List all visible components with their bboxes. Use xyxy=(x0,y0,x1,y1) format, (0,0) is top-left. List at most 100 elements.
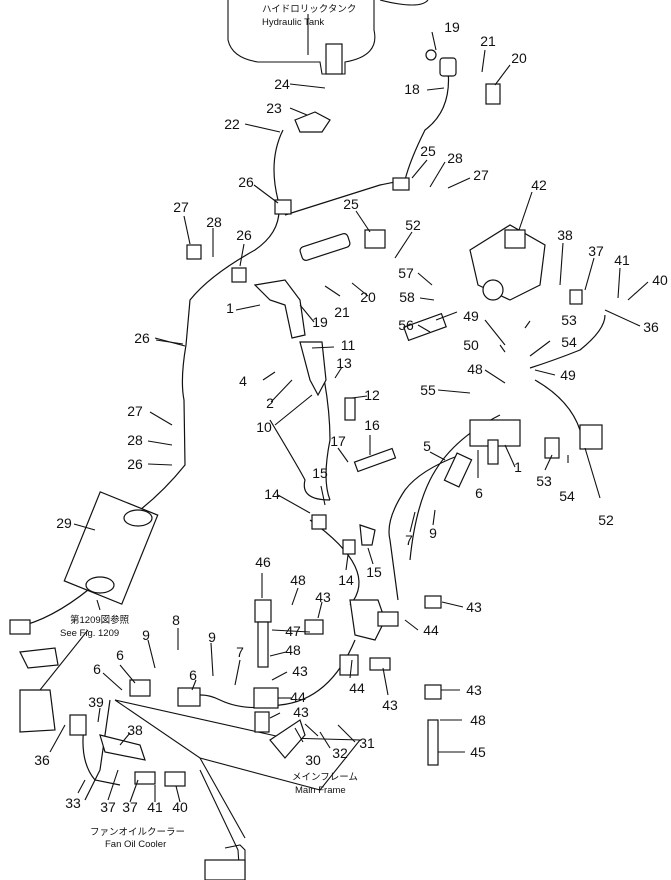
fan-oil-cooler-caption-en: Fan Oil Cooler xyxy=(105,839,166,850)
hydraulic-tank-caption-en: Hydraulic Tank xyxy=(262,17,324,28)
callout-21b: 21 xyxy=(334,304,350,320)
callout-9: 9 xyxy=(429,525,437,541)
callout-8: 8 xyxy=(172,612,180,628)
callout-30: 30 xyxy=(305,752,321,768)
callout-58: 58 xyxy=(399,289,415,305)
callout-18: 18 xyxy=(404,81,420,97)
callout-29: 29 xyxy=(56,515,72,531)
callout-54b: 54 xyxy=(559,488,575,504)
captions: ハイドロリックタンク Hydraulic Tank 第1209図参照 See F… xyxy=(60,4,358,850)
callout-40: 40 xyxy=(652,272,668,288)
callout-27: 27 xyxy=(473,167,489,183)
callout-27c: 27 xyxy=(127,403,143,419)
callout-13: 13 xyxy=(336,355,352,371)
leader-lines xyxy=(39,14,649,803)
callout-37: 38 xyxy=(557,227,573,243)
callout-53b: 53 xyxy=(536,473,552,489)
callout-19b: 19 xyxy=(312,314,328,330)
callout-43b: 43 xyxy=(466,599,482,615)
callout-43c: 43 xyxy=(292,663,308,679)
callout-22: 22 xyxy=(224,116,240,132)
callout-6b: 6 xyxy=(93,661,101,677)
callout-37b: 37 xyxy=(100,799,116,815)
callout-52b: 52 xyxy=(598,512,614,528)
fan-oil-cooler xyxy=(199,769,246,880)
callout-15: 15 xyxy=(312,465,328,481)
callout-16: 16 xyxy=(364,417,380,433)
callout-1: 1 xyxy=(226,300,234,316)
hydraulic-tank-caption-jp: ハイドロリックタンク xyxy=(262,4,356,15)
callout-17: 17 xyxy=(330,433,346,449)
main-frame xyxy=(114,699,362,839)
callout-7b: 7 xyxy=(236,644,244,660)
callout-53: 53 xyxy=(561,312,577,328)
fan-oil-cooler-caption-jp: ファンオイルクーラー xyxy=(90,827,185,838)
callout-36b: 37 xyxy=(122,799,138,815)
callout-49b: 49 xyxy=(560,367,576,383)
fig-ref-caption-jp: 第1209図参照 xyxy=(70,614,130,626)
callout-25: 25 xyxy=(420,143,436,159)
callout-52: 52 xyxy=(405,217,421,233)
callout-40b: 40 xyxy=(172,799,188,815)
callout-34: 36 xyxy=(34,752,50,768)
callout-46: 46 xyxy=(255,554,271,570)
callout-26c: 26 xyxy=(134,330,150,346)
callout-44b: 44 xyxy=(349,680,365,696)
callout-43e: 43 xyxy=(382,697,398,713)
main-frame-caption-en: Main Frame xyxy=(295,785,346,796)
callout-3: 4 xyxy=(239,373,247,389)
callout-15b: 15 xyxy=(366,564,382,580)
callout-35: 36 xyxy=(643,319,659,335)
main-frame-caption-jp: メインフレーム xyxy=(292,772,358,783)
callout-26d: 26 xyxy=(127,456,143,472)
callout-4: 5 xyxy=(423,438,431,454)
callout-27b: 27 xyxy=(173,199,189,215)
callout-20b: 20 xyxy=(360,289,376,305)
hydraulic-tank xyxy=(227,0,429,75)
callout-labels: 19 21 20 18 24 23 22 25 28 27 42 26 27 2… xyxy=(34,19,668,815)
callout-26b: 26 xyxy=(236,227,252,243)
callout-14b: 14 xyxy=(338,572,354,588)
callout-6: 6 xyxy=(475,485,483,501)
callout-48c: 48 xyxy=(470,712,486,728)
callout-1b: 1 xyxy=(514,459,522,475)
callout-21: 21 xyxy=(480,33,496,49)
callout-51: 50 xyxy=(463,337,479,353)
callout-47: 47 xyxy=(285,623,301,639)
callout-20: 20 xyxy=(511,50,527,66)
components xyxy=(9,49,603,787)
callout-5: 6 xyxy=(116,647,124,663)
callout-23: 23 xyxy=(266,100,282,116)
callout-28c: 28 xyxy=(127,432,143,448)
callout-14: 14 xyxy=(264,486,280,502)
callout-28b: 28 xyxy=(206,214,222,230)
callout-48: 48 xyxy=(290,572,306,588)
callout-44: 44 xyxy=(423,622,439,638)
callout-55: 55 xyxy=(420,382,436,398)
callout-50: 49 xyxy=(463,308,479,324)
callout-42: 42 xyxy=(531,177,547,193)
callout-38: 38 xyxy=(127,722,143,738)
callout-48b: 48 xyxy=(285,642,301,658)
callout-43f: 43 xyxy=(293,704,309,720)
callout-28: 28 xyxy=(447,150,463,166)
callout-45: 45 xyxy=(470,744,486,760)
callout-39: 39 xyxy=(88,694,104,710)
callout-10: 10 xyxy=(256,419,272,435)
callout-24: 24 xyxy=(274,76,290,92)
callout-43d: 43 xyxy=(466,682,482,698)
callout-7: 7 xyxy=(405,532,413,548)
callout-9c: 9 xyxy=(208,629,216,645)
callout-2: 2 xyxy=(266,395,274,411)
callout-31: 31 xyxy=(359,735,375,751)
callout-56: 56 xyxy=(398,317,414,333)
callout-33: 33 xyxy=(65,795,81,811)
callout-6c: 6 xyxy=(189,667,197,683)
callout-43: 43 xyxy=(315,589,331,605)
callout-9b: 9 xyxy=(142,627,150,643)
fig-ref-caption-en: See Fig. 1209 xyxy=(60,628,119,639)
callout-41b: 41 xyxy=(147,799,163,815)
callout-36: 37 xyxy=(588,243,604,259)
